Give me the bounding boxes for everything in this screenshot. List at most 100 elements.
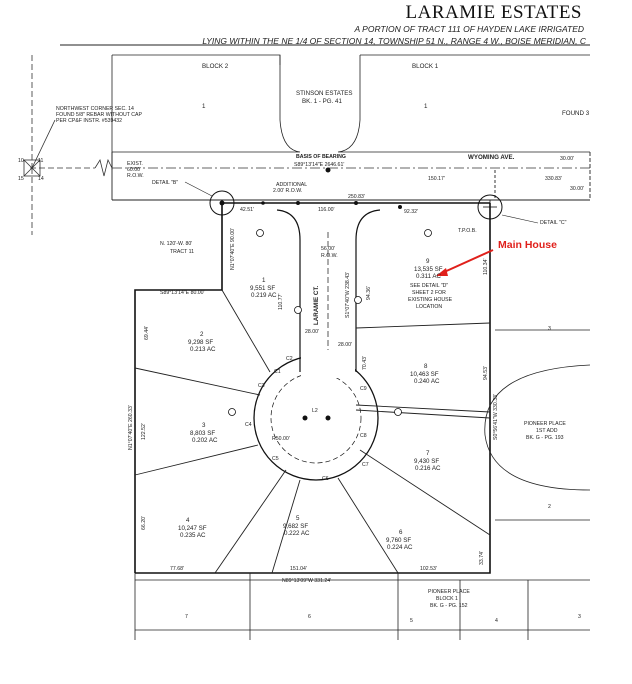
svg-text:0.213 AC: 0.213 AC bbox=[190, 346, 216, 353]
neighbor-lot-5-bottom: 5 bbox=[410, 618, 413, 624]
svg-text:0.219 AC: 0.219 AC bbox=[251, 292, 277, 299]
section-number-14: 14 bbox=[38, 176, 44, 182]
dim-30-b: 30.00' bbox=[570, 186, 584, 192]
svg-text:10,247 SF: 10,247 SF bbox=[178, 525, 207, 532]
curve-label-c1: C1 bbox=[274, 369, 281, 375]
right-neighbors bbox=[484, 199, 591, 521]
block2-label: BLOCK 2 bbox=[202, 63, 229, 70]
svg-text:8,803 SF: 8,803 SF bbox=[190, 430, 215, 437]
survey-point-circles bbox=[228, 229, 432, 416]
row-56: 56.00' bbox=[321, 246, 335, 252]
additional-row-1: ADDITIONAL bbox=[276, 182, 307, 188]
svg-text:9,760 SF: 9,760 SF bbox=[386, 537, 411, 544]
svg-text:8: 8 bbox=[424, 363, 428, 370]
nw-corner-note-2: FOUND 5/8" REBAR WITHOUT CAP bbox=[56, 112, 142, 118]
found-label: FOUND 3 bbox=[562, 110, 590, 117]
dim-330: 330.83' bbox=[545, 176, 562, 182]
lot-7: 7 9,430 SF 0.216 AC bbox=[414, 450, 441, 472]
dim-102: 102.53' bbox=[420, 566, 437, 572]
plat-subtitle-1: A PORTION OF TRACT 111 OF HAYDEN LAKE IR… bbox=[354, 24, 584, 34]
detail-b-label: DETAIL "B" bbox=[152, 180, 178, 186]
dim-94: 94.36' bbox=[366, 286, 372, 300]
wyoming-row bbox=[111, 152, 591, 201]
dim-110-r: 110.34' bbox=[483, 259, 489, 275]
curve-label-c2: C2 bbox=[286, 356, 293, 362]
svg-text:0.240 AC: 0.240 AC bbox=[414, 378, 440, 385]
stinson-label-2: BK. 1 - PG. 41 bbox=[302, 98, 342, 105]
neighbor-lot-3-right: 3 bbox=[548, 326, 551, 332]
dim-150: 150.17' bbox=[428, 176, 445, 182]
lot-lines bbox=[134, 289, 491, 574]
dim-151: 151.04' bbox=[290, 566, 307, 572]
dim-110-77: 110.77' bbox=[278, 294, 284, 310]
exist-label-1: EXIST. bbox=[127, 161, 143, 167]
main-house-label: Main House bbox=[498, 239, 557, 251]
lot-4: 4 10,247 SF 0.235 AC bbox=[178, 517, 207, 539]
basis-of-bearing-value: S89°13'14"E 2646.61' bbox=[294, 162, 344, 168]
bearing-right: S0°56'41"W 330.33' bbox=[493, 394, 499, 440]
street-opening-mask bbox=[301, 350, 355, 378]
lot-8: 8 10,463 SF 0.240 AC bbox=[410, 363, 440, 385]
north-streets bbox=[111, 54, 590, 170]
lot-1: 1 9,551 SF 0.219 AC bbox=[250, 277, 277, 299]
pioneer-bottom-3: BK. G - PG. 152 bbox=[430, 603, 468, 609]
dim-28-b: 28.00' bbox=[338, 342, 352, 348]
lot-6: 6 9,760 SF 0.224 AC bbox=[386, 529, 413, 551]
stinson-lot-left: 1 bbox=[202, 103, 206, 110]
see-detail-3: EXISTING HOUSE bbox=[408, 297, 453, 303]
dim-94b: 94.53' bbox=[483, 366, 489, 380]
nw-corner-note-1: NORTHWEST CORNER SEC. 14 bbox=[56, 106, 134, 112]
dim-122: 122.52' bbox=[141, 423, 147, 440]
section-number-11: 11 bbox=[38, 158, 43, 164]
svg-text:5: 5 bbox=[296, 515, 300, 522]
curve-label-c7: C7 bbox=[362, 462, 369, 468]
bearing-bottom: N89°13'09"W 331.24' bbox=[282, 578, 331, 584]
neighbor-lot-2-right: 2 bbox=[548, 504, 551, 510]
dim-77: 77.68' bbox=[170, 566, 184, 572]
laramie-ct-label: LARAMIE CT. bbox=[313, 286, 320, 325]
svg-text:7: 7 bbox=[426, 450, 430, 457]
wyoming-ave-label: WYOMING AVE. bbox=[468, 154, 515, 161]
row-56-b: R.O.W. bbox=[321, 253, 338, 259]
see-detail-2: SHEET 2 FOR bbox=[412, 290, 446, 296]
pioneer-bottom-2: BLOCK 1 bbox=[436, 596, 458, 602]
bearing-center: S1°07'40"W 238.43' bbox=[345, 272, 351, 318]
stinson-lot-right: 1 bbox=[424, 103, 428, 110]
svg-text:9,430 SF: 9,430 SF bbox=[414, 458, 439, 465]
dim-250: 250.83' bbox=[348, 194, 365, 200]
svg-text:3: 3 bbox=[202, 422, 206, 429]
plat-subtitle-2: LYING WITHIN THE NE 1/4 OF SECTION 14, T… bbox=[202, 36, 586, 46]
dim-92: 92.32' bbox=[404, 209, 418, 215]
nw-corner-monument-icon bbox=[23, 119, 56, 177]
svg-text:6: 6 bbox=[399, 529, 403, 536]
monument-markers bbox=[219, 167, 402, 421]
pioneer-bottom-1: PIONEER PLACE bbox=[428, 589, 470, 595]
detail-b-circle bbox=[209, 190, 235, 216]
lot-9: 9 13,535 SF 0.311 AC bbox=[414, 258, 443, 280]
line-l2-label: L2 bbox=[312, 408, 318, 414]
tpob-label: T.P.O.B. bbox=[458, 228, 477, 234]
curve-label-c5: C5 bbox=[272, 456, 279, 462]
bearing-left-top: N1°07'40"E 90.00' bbox=[230, 228, 236, 270]
block1-label: BLOCK 1 bbox=[412, 63, 439, 70]
neighbor-lot-4-bottom: 4 bbox=[495, 618, 498, 624]
curve-label-c6: C6 bbox=[322, 476, 329, 482]
lot-3: 3 8,803 SF 0.202 AC bbox=[190, 422, 218, 444]
svg-text:0.224 AC: 0.224 AC bbox=[387, 544, 413, 551]
bearing-row-80: S89°13'14"E 80.00' bbox=[160, 290, 205, 296]
pioneer-right-3: BK. G - PG. 193 bbox=[526, 435, 564, 441]
svg-text:0.235 AC: 0.235 AC bbox=[180, 532, 206, 539]
svg-text:9,551 SF: 9,551 SF bbox=[250, 285, 275, 292]
svg-text:0.216 AC: 0.216 AC bbox=[415, 465, 441, 472]
svg-text:9: 9 bbox=[426, 258, 430, 265]
exist-label-3: R.O.W. bbox=[127, 173, 144, 179]
dim-66: 66.20' bbox=[141, 516, 147, 530]
svg-text:1: 1 bbox=[262, 277, 266, 284]
radius-label: R50.00' bbox=[272, 436, 290, 442]
svg-text:10,463 SF: 10,463 SF bbox=[410, 371, 439, 378]
neighbor-lot-3-bottom: 3 bbox=[578, 614, 581, 620]
svg-text:13,535 SF: 13,535 SF bbox=[414, 266, 443, 273]
dim-30-a: 30.00' bbox=[560, 156, 574, 162]
pioneer-right-2: 1ST ADD bbox=[536, 428, 558, 434]
